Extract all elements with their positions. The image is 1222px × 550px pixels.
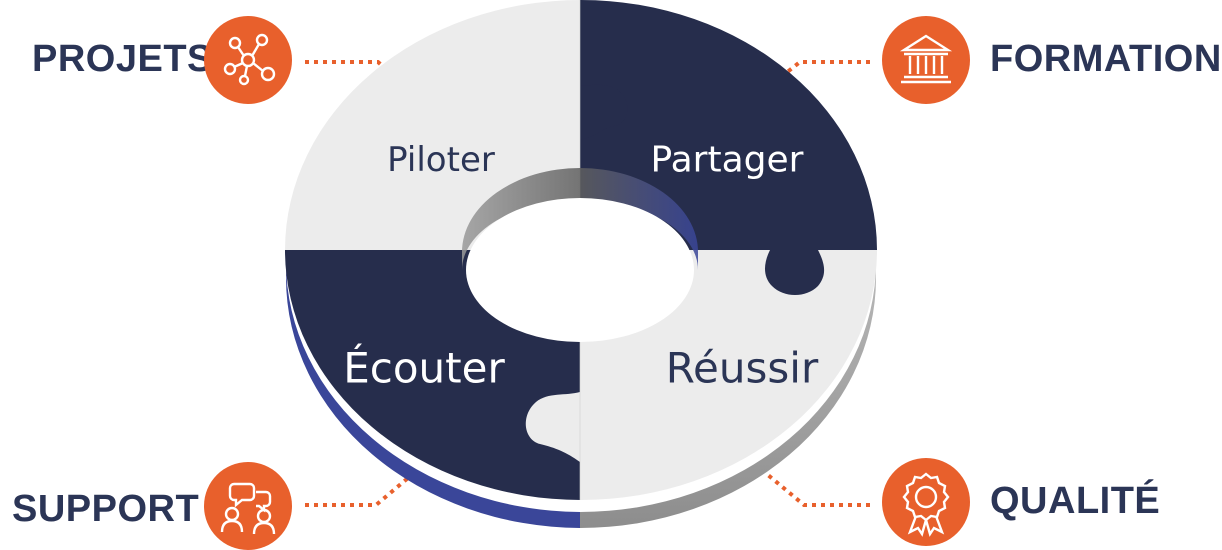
piece-label-partager: Partager [650,139,804,181]
inner-hole [466,198,694,342]
label-support: SUPPORT [12,488,200,530]
tab-top [580,84,628,140]
label-formation: FORMATION [990,38,1222,80]
piece-label-reussir: Réussir [665,343,819,393]
label-projets: PROJETS [32,38,213,80]
tab-left [340,205,412,250]
inner-hole-wall [462,168,698,270]
piece-label-ecouter: Écouter [343,343,505,393]
chat-users-icon [204,462,292,550]
label-qualite: QUALITÉ [990,480,1161,522]
tab-bottom [525,392,580,462]
institution-icon [882,16,970,104]
award-ribbon-icon [882,458,970,546]
connector-qualite [766,473,870,507]
network-icon [204,16,292,104]
connector-projets [305,60,414,94]
piece-label-piloter: Piloter [387,140,495,180]
connector-lines [305,60,870,507]
connector-support [305,476,410,507]
tab-right [765,250,825,295]
